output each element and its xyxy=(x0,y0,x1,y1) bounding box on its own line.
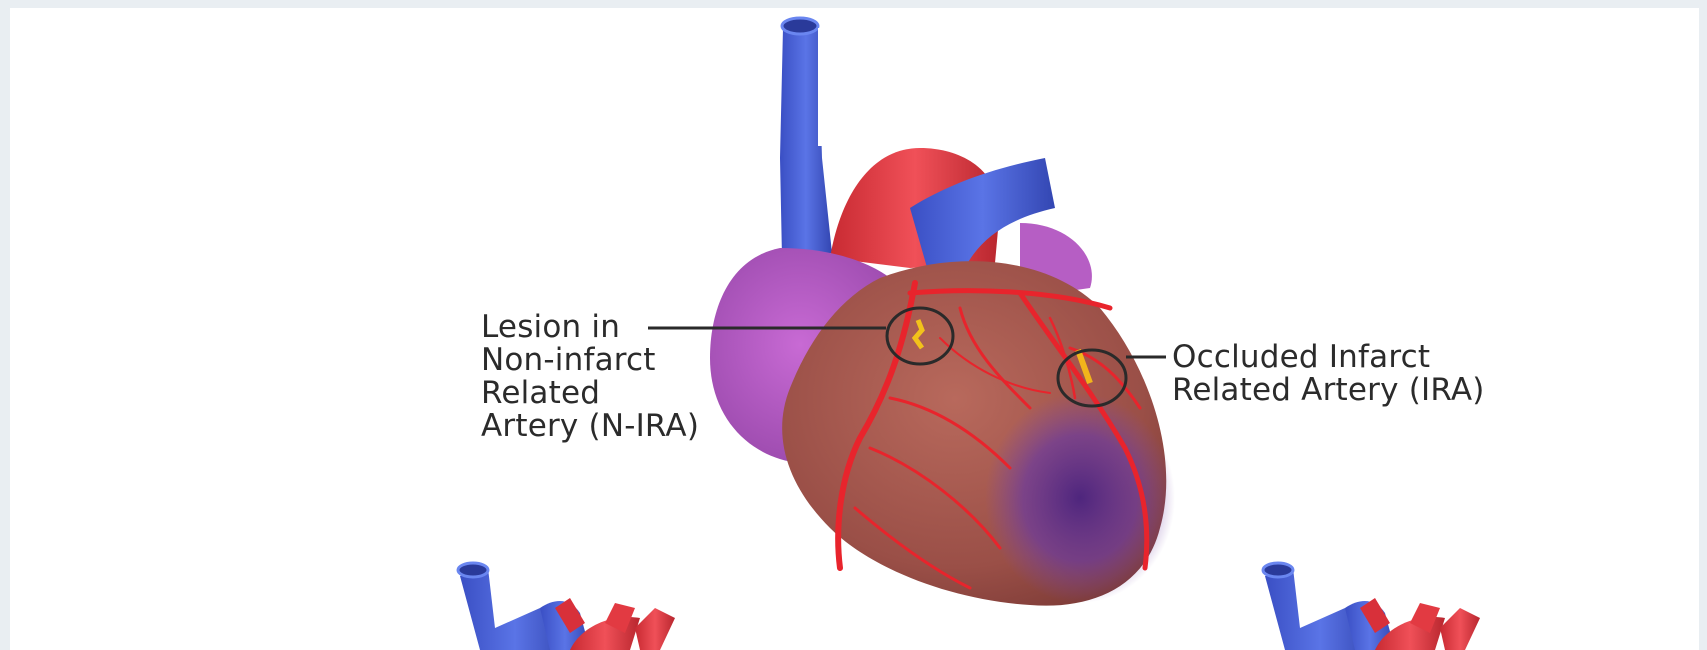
main-heart xyxy=(710,18,1175,606)
nira-label: Lesion in Non-infarct Related Artery (N-… xyxy=(481,311,699,443)
ira-label-line-2: Related Artery (IRA) xyxy=(1172,374,1485,407)
small-heart-left xyxy=(458,563,675,650)
ira-label: Occluded Infarct Related Artery (IRA) xyxy=(1172,341,1485,407)
nira-label-line-3: Related xyxy=(481,377,699,410)
heart-diagram xyxy=(10,8,1699,650)
vena-cava-opening xyxy=(782,18,818,34)
small-heart-right xyxy=(1263,563,1480,650)
infarct-region xyxy=(985,393,1175,603)
nira-label-line-2: Non-infarct xyxy=(481,344,699,377)
figure-canvas: Lesion in Non-infarct Related Artery (N-… xyxy=(10,8,1699,650)
ira-label-line-1: Occluded Infarct xyxy=(1172,341,1485,374)
nira-label-line-4: Artery (N-IRA) xyxy=(481,410,699,443)
nira-label-line-1: Lesion in xyxy=(481,311,699,344)
